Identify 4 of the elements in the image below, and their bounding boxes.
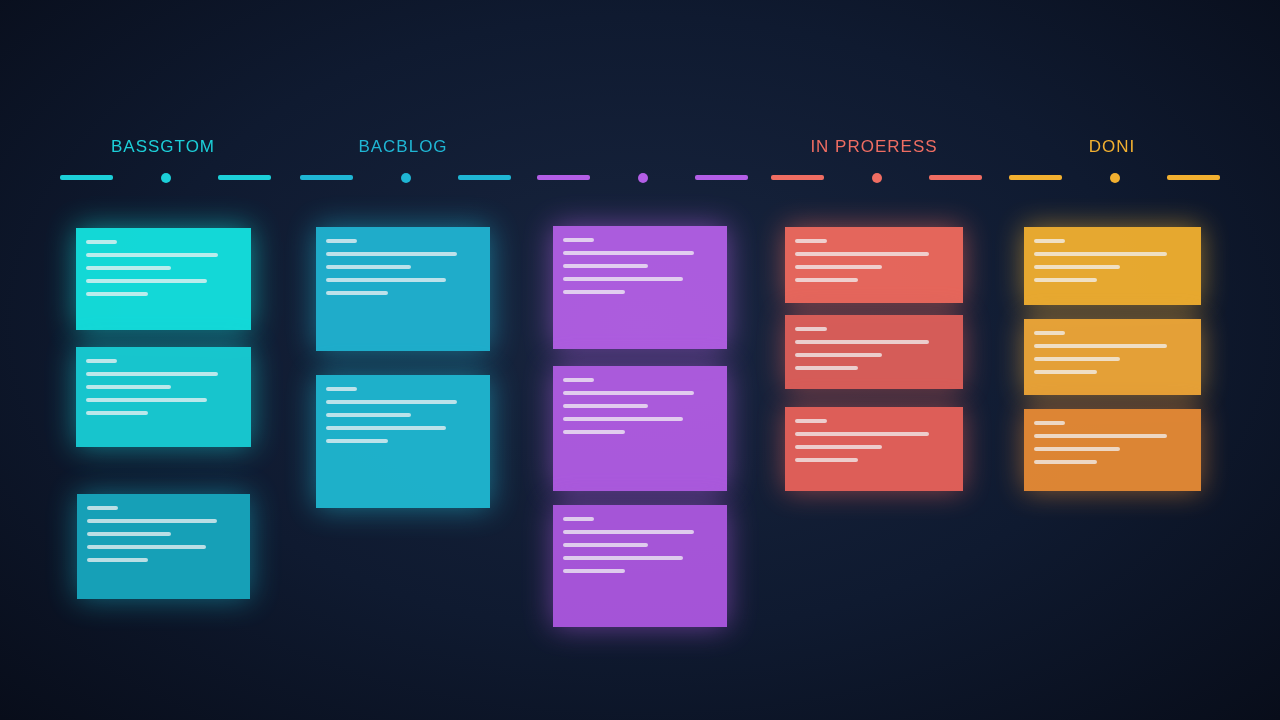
column-heading: IN PROERESS bbox=[810, 137, 938, 157]
column-heading: BASSGTOM bbox=[111, 137, 215, 157]
column-heading: DONI bbox=[1088, 137, 1136, 157]
column-heading: BACBLOG bbox=[358, 137, 448, 157]
